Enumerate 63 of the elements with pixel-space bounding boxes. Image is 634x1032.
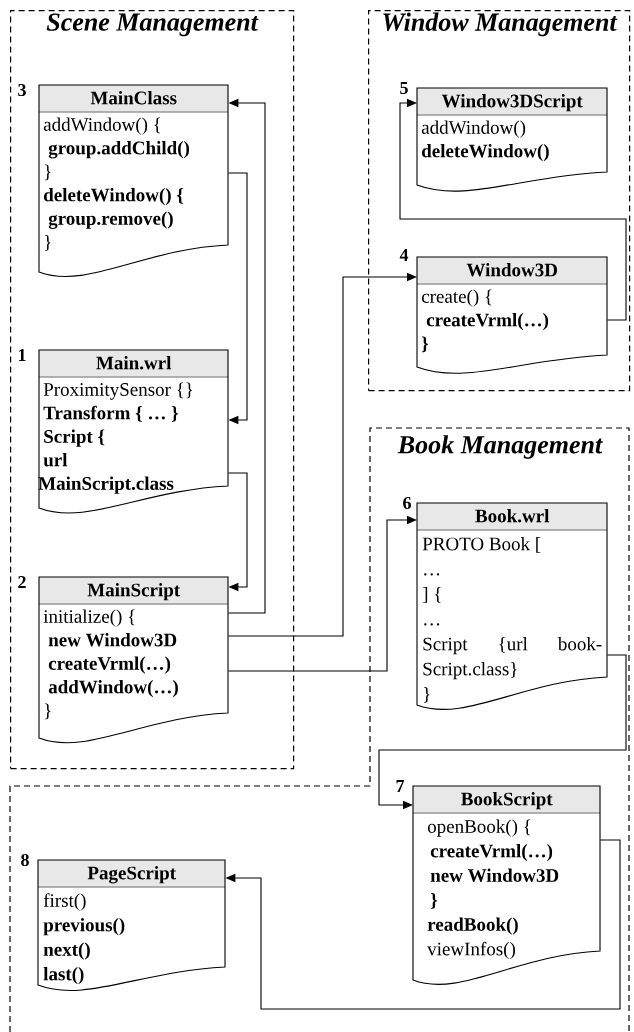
node-label: readBook() [427, 917, 518, 935]
step-number: 4 [399, 249, 409, 261]
node-label: Window3D [466, 263, 558, 277]
node-label: Script {url book-Script.class} [423, 637, 602, 680]
node-label: PageScript [87, 866, 176, 884]
step-number: 6 [403, 496, 411, 510]
node-label: createVrml(…) [430, 844, 553, 862]
node-label: } [44, 703, 51, 720]
node-label: ] { [422, 587, 441, 603]
document-box: Window3DScript addWindow() deleteWindow() [416, 87, 608, 192]
node-label: } [430, 893, 438, 909]
node-label: } [44, 235, 51, 251]
node-label: new Window3D [48, 633, 177, 647]
arrow [227, 172, 248, 425]
node-label: createVrml(…) [48, 656, 171, 674]
step-number: 2 [18, 576, 26, 588]
node-label: addWindow() { [43, 117, 161, 135]
node-label: } [423, 687, 430, 703]
arrow [227, 472, 248, 592]
node-label: viewInfos() [427, 941, 515, 960]
node-label: } [44, 164, 51, 181]
arrow [399, 98, 627, 321]
node-label: last() [43, 967, 84, 985]
document-box: Main.wrl ProximitySensor {} Transform { … } Script { url MainScript.class [38, 349, 229, 514]
node-label: … [424, 573, 440, 576]
document-box: BookScript openBook() { createVrml(…) new Window3D } readBook() viewInfos() [412, 785, 601, 985]
node-label: ProximitySensor {} [43, 382, 193, 400]
node-label: Transform { … } [43, 405, 179, 422]
step-number: 5 [400, 82, 408, 94]
node-label: url [43, 453, 68, 467]
step-number: 1 [18, 349, 26, 361]
node-label: new Window3D [430, 868, 559, 882]
node-label: … [424, 623, 440, 626]
node-label: PROTO Book [ [422, 537, 541, 553]
arrow [227, 515, 417, 672]
node-label: initialize() { [43, 609, 135, 627]
node-label: Script { [44, 429, 105, 447]
node-label: group.addChild() [48, 141, 190, 159]
document-box: PageScript first() previous() next() last() [37, 859, 226, 991]
document-box: Book.wrl PROTO Book [ … ] { … Script {url book-Script.class} } [416, 502, 608, 710]
node-label: openBook() { [427, 819, 531, 837]
node-label: Main.wrl [96, 356, 172, 370]
node-label: deleteWindow() { [43, 188, 184, 206]
node-label: BookScript [461, 792, 553, 810]
node-label: MainClass [90, 91, 177, 105]
node-label: Book.wrl [475, 509, 550, 523]
node-label: MainScript.class [38, 476, 174, 494]
arrow [227, 272, 417, 637]
node-label: createVrml(…) [426, 313, 549, 331]
node-label: create() { [421, 289, 492, 307]
document-box: MainClass addWindow() { group.addChild() } deleteWindow() { group.remove() } [38, 84, 229, 278]
node-label: previous() [43, 918, 125, 936]
node-label: first() [43, 893, 86, 911]
node-label: next() [43, 942, 90, 960]
node-label: MainScript [87, 583, 181, 601]
node-label: group.remove() [48, 211, 173, 229]
step-number: 8 [21, 853, 29, 867]
document-box: Window3D create() { createVrml(…) } [416, 256, 608, 374]
document-box: MainScript initialize() { new Window3D createVrml(…) addWindow(…) } [38, 576, 229, 744]
step-number: 7 [396, 780, 405, 792]
node-label: addWindow(…) [48, 680, 178, 698]
step-number: 3 [18, 83, 26, 97]
node-label: } [421, 336, 429, 353]
